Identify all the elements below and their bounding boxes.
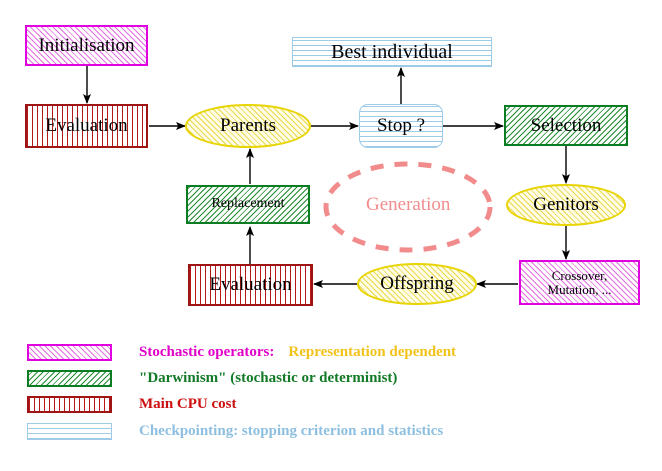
legend-swatch-red-vertical-hatch (27, 395, 112, 413)
legend-swatch-blue-horizontal-hatch (27, 422, 112, 440)
legend-row-stochastic: Stochastic operators: Representation depe… (27, 341, 456, 363)
node-crossover-line1: Crossover, (551, 267, 608, 283)
node-offspring[interactable]: Offspring (357, 263, 477, 305)
legend-label-stochastic-text: Stochastic operators: (139, 343, 275, 360)
generation-cycle-ellipse (323, 161, 493, 253)
legend-swatch-magenta-diagonal-hatch (27, 343, 112, 361)
node-crossover-mutation[interactable]: Crossover, Mutation, ... (519, 260, 640, 305)
legend-label-representation-dependent: Representation dependent (288, 343, 457, 360)
legend-label-cpu-cost: Main CPU cost (139, 395, 237, 412)
legend-row-checkpointing: Checkpointing: stopping criterion and st… (27, 420, 443, 442)
legend-row-darwinism: "Darwinism" (stochastic or determinist) (27, 367, 397, 389)
node-selection[interactable]: Selection (504, 105, 628, 146)
node-crossover-line2: Mutation, ... (547, 281, 612, 297)
node-best-individual[interactable]: Best individual (292, 37, 492, 67)
node-parents[interactable]: Parents (185, 104, 311, 148)
node-initialisation[interactable]: Initialisation (25, 25, 148, 66)
node-evaluation-top[interactable]: Evaluation (25, 104, 148, 148)
node-evaluation-bottom[interactable]: Evaluation (188, 264, 313, 306)
legend-label-stochastic: Stochastic operators: Representation depe… (139, 344, 456, 361)
legend-swatch-green-diagonal-hatch (27, 369, 112, 387)
node-replacement[interactable]: Replacement (186, 185, 310, 224)
legend-label-darwinism: "Darwinism" (stochastic or determinist) (139, 369, 398, 386)
generation-label: Generation (366, 194, 451, 215)
legend-row-cpu-cost: Main CPU cost (27, 393, 237, 415)
legend-label-checkpointing: Checkpointing: stopping criterion and st… (139, 422, 444, 439)
node-stop[interactable]: Stop ? (359, 104, 443, 148)
node-genitors[interactable]: Genitors (506, 184, 626, 226)
